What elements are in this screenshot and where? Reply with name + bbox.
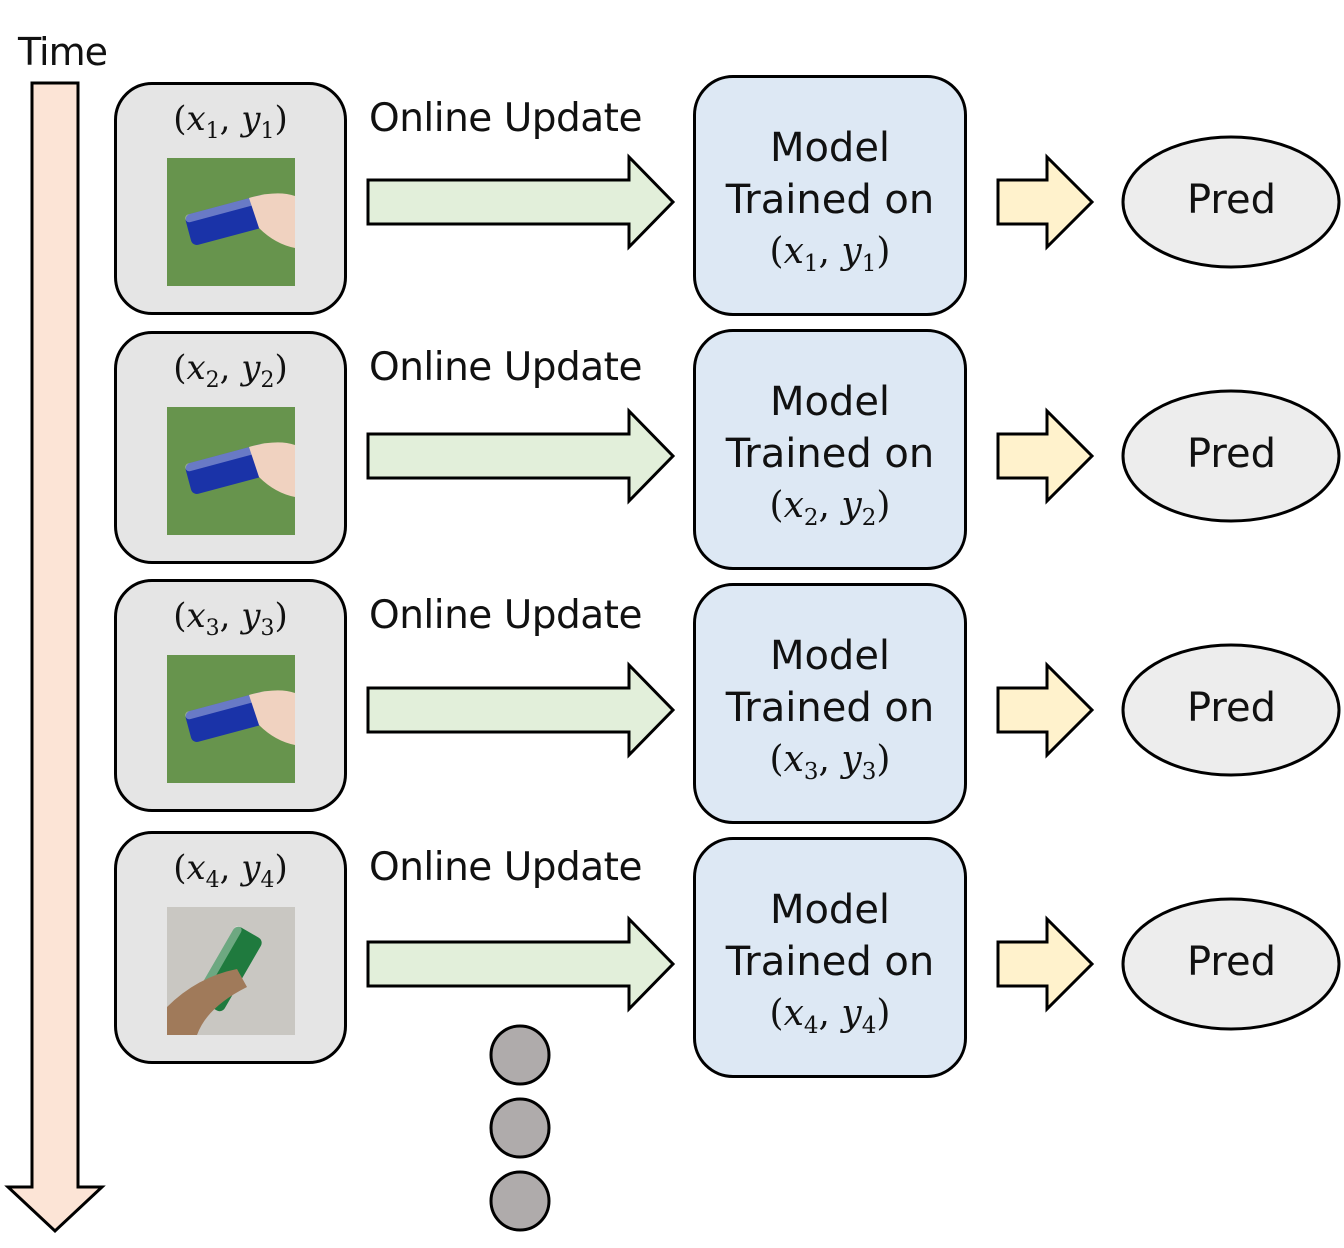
model-line-2: Trained on — [725, 939, 935, 985]
sample-image — [167, 158, 295, 286]
sample-label: (x1, y1) — [173, 99, 288, 144]
continuation-dot-icon — [489, 1097, 551, 1159]
model-box-4: Model Trained on (x4, y4) — [693, 837, 967, 1078]
online-update-arrow-icon — [366, 153, 676, 251]
pred-ellipse — [1121, 135, 1341, 269]
pred-ellipse — [1121, 389, 1341, 523]
sample-box-2: (x2, y2) — [114, 331, 347, 564]
model-trained-on-label: (x1, y1) — [769, 231, 891, 278]
sample-label: (x2, y2) — [173, 348, 288, 393]
model-line-2: Trained on — [725, 177, 935, 223]
pred-label: Pred — [1187, 685, 1276, 731]
continuation-dot-icon — [489, 1170, 551, 1232]
pred-label: Pred — [1187, 939, 1276, 985]
sample-label: (x3, y3) — [173, 596, 288, 641]
sample-label: (x4, y4) — [173, 848, 288, 893]
model-line-1: Model — [769, 887, 891, 933]
sample-box-4: (x4, y4) — [114, 831, 347, 1064]
prediction-arrow-icon — [996, 407, 1095, 505]
model-box-2: Model Trained on (x2, y2) — [693, 329, 967, 570]
sample-image — [167, 655, 295, 783]
online-update-label: Online Update — [369, 345, 642, 390]
pred-label: Pred — [1187, 177, 1276, 223]
online-update-arrow-icon — [366, 661, 676, 759]
sample-box-1: (x1, y1) — [114, 82, 347, 315]
model-line-2: Trained on — [725, 685, 935, 731]
sample-image — [167, 407, 295, 535]
sample-box-3: (x3, y3) — [114, 579, 347, 812]
prediction-arrow-icon — [996, 661, 1095, 759]
model-trained-on-label: (x4, y4) — [769, 993, 891, 1040]
online-update-label: Online Update — [369, 593, 642, 638]
time-axis-label: Time — [18, 30, 108, 74]
model-trained-on-label: (x2, y2) — [769, 485, 891, 532]
model-box-1: Model Trained on (x1, y1) — [693, 75, 967, 316]
pred-ellipse — [1121, 897, 1341, 1031]
continuation-dot-icon — [489, 1024, 551, 1086]
pred-ellipse — [1121, 643, 1341, 777]
prediction-arrow-icon — [996, 915, 1095, 1013]
model-box-3: Model Trained on (x3, y3) — [693, 583, 967, 824]
sample-image — [167, 907, 295, 1035]
model-line-1: Model — [769, 125, 891, 171]
model-line-1: Model — [769, 633, 891, 679]
online-update-label: Online Update — [369, 96, 642, 141]
time-arrow-icon — [4, 81, 106, 1234]
model-line-2: Trained on — [725, 431, 935, 477]
online-update-label: Online Update — [369, 845, 642, 890]
prediction-arrow-icon — [996, 153, 1095, 251]
pred-label: Pred — [1187, 431, 1276, 477]
model-trained-on-label: (x3, y3) — [769, 739, 891, 786]
online-update-arrow-icon — [366, 407, 676, 505]
online-update-arrow-icon — [366, 915, 676, 1013]
model-line-1: Model — [769, 379, 891, 425]
